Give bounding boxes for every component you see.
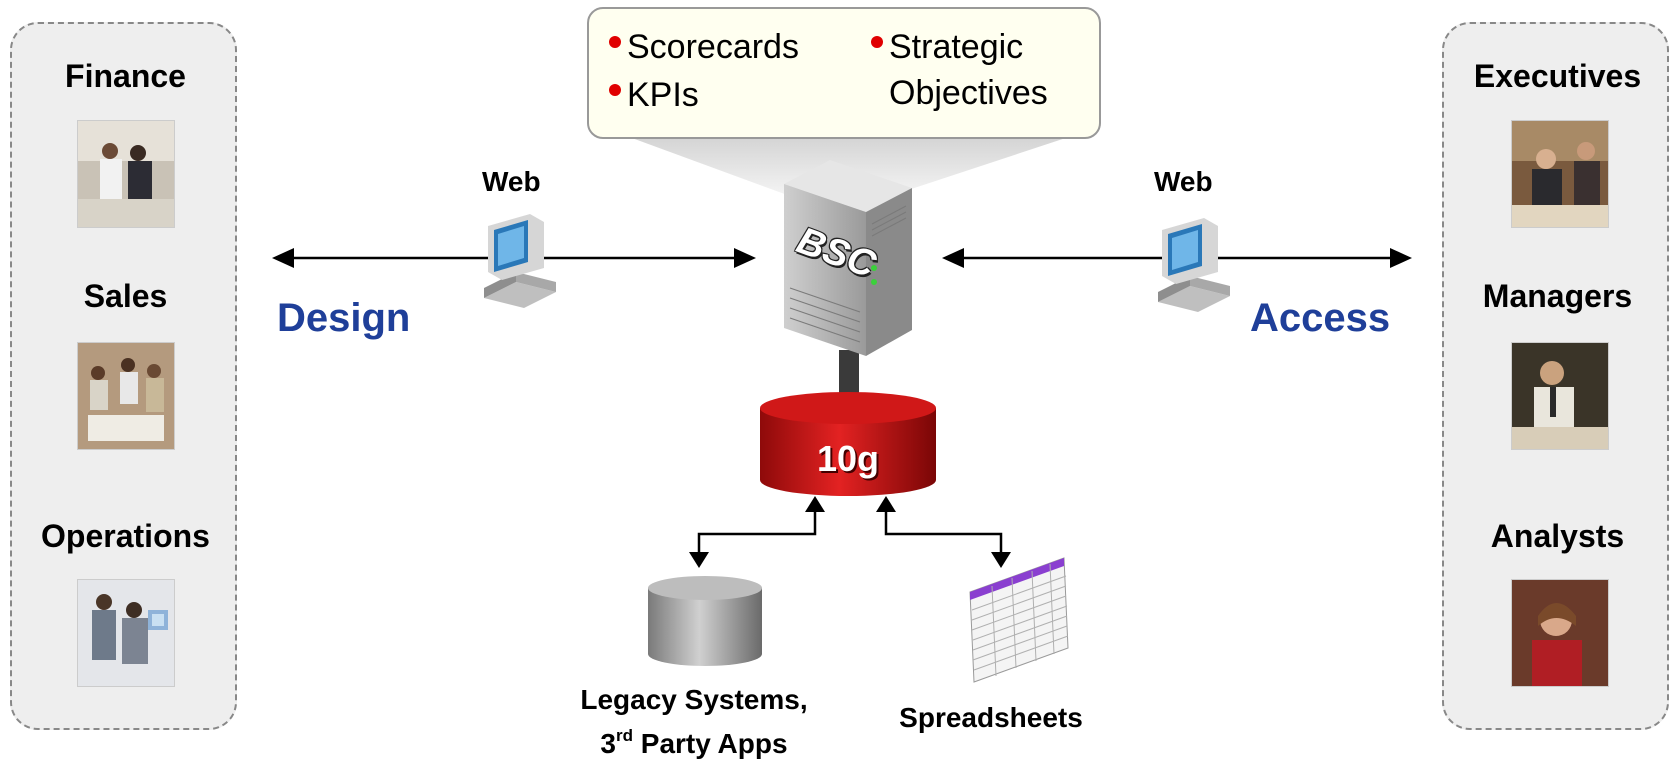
executives-photo <box>1511 120 1609 228</box>
callout-item-objectives: Objectives <box>889 74 1048 112</box>
legacy-systems-label: Legacy Systems, 3rd Party Apps <box>580 684 808 759</box>
group-label-operations: Operations <box>41 518 210 554</box>
callout-box: Scorecards KPIs Strategic Objectives <box>587 7 1101 139</box>
arrow-head-icon <box>991 552 1011 568</box>
computer-icon <box>1158 218 1230 312</box>
callout-item-strategic: Strategic <box>871 25 1023 69</box>
managers-photo <box>1511 342 1609 450</box>
finance-photo <box>77 120 175 228</box>
group-label-analysts: Analysts <box>1490 518 1625 554</box>
legacy-database-icon <box>648 576 762 666</box>
web-label-left: Web <box>482 166 541 197</box>
web-label-right: Web <box>1154 166 1213 197</box>
callout-item-scorecards: Scorecards <box>609 25 799 69</box>
server-icon <box>784 160 912 356</box>
server-db-pipe <box>839 350 859 398</box>
bullet-icon <box>609 36 621 48</box>
analysts-photo <box>1511 579 1609 687</box>
arrow-head-icon <box>734 248 756 268</box>
callout-item-kpis: KPIs <box>609 73 699 117</box>
spreadsheets-label: Spreadsheets <box>899 702 1083 733</box>
computer-icon <box>484 214 556 308</box>
arrow-head-icon <box>272 248 294 268</box>
bullet-icon <box>609 84 621 96</box>
arrow-head-icon <box>942 248 964 268</box>
legacy-link <box>697 510 817 554</box>
group-label-finance: Finance <box>65 58 186 94</box>
callout-pointer <box>610 130 1090 196</box>
arrow-head-icon <box>805 496 825 512</box>
database-label: 10g <box>816 438 880 479</box>
group-label-sales: Sales <box>83 278 168 314</box>
access-roles-panel: Executives Managers Analysts <box>1442 22 1669 730</box>
group-label-managers: Managers <box>1482 278 1633 314</box>
group-label-executives: Executives <box>1473 58 1642 94</box>
arrow-head-icon <box>1390 248 1412 268</box>
arrow-head-icon <box>876 496 896 512</box>
bullet-icon <box>871 36 883 48</box>
operations-photo <box>77 579 175 687</box>
sales-photo <box>77 342 175 450</box>
access-label: Access <box>1250 296 1391 340</box>
design-label: Design <box>277 296 411 340</box>
spreadsheet-icon <box>969 557 1069 683</box>
arrow-head-icon <box>689 552 709 568</box>
spreadsheets-link <box>884 510 1003 554</box>
design-roles-panel: Finance Sales Operations <box>10 22 237 730</box>
database-icon <box>760 392 936 496</box>
